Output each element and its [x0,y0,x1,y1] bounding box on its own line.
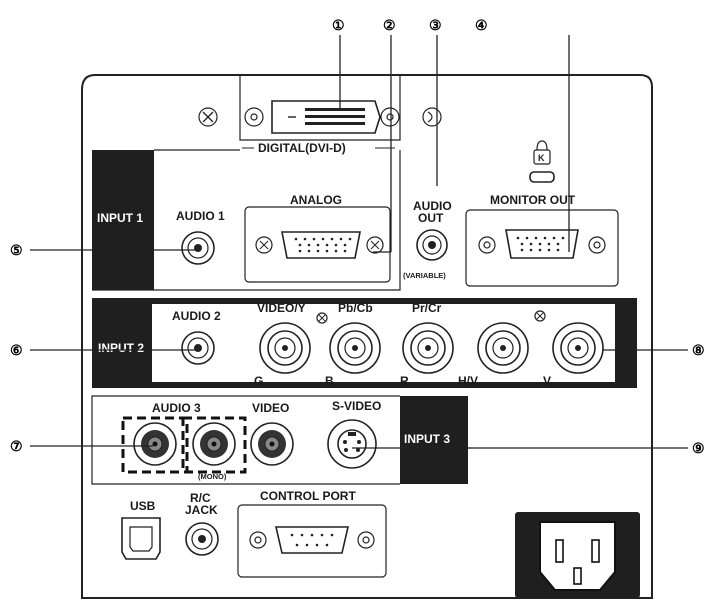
control-port-db9 [249,526,375,554]
audio-out-label-2: OUT [418,211,444,225]
rc-jack [185,522,219,556]
input1-dark-region [92,150,154,290]
callout-4: ④ [475,17,488,33]
input1-frame [92,149,401,291]
pr-cr-label: Pr/Cr [412,301,442,315]
kensington-slot [529,171,555,183]
video-y-label: VIDEO/Y [257,301,306,315]
callout-2: ② [383,17,396,33]
hv-label: H/V [458,374,478,388]
monitor-out-frame [465,209,619,287]
screw-icon-right [422,107,442,127]
analog-vga-connector [255,231,384,259]
audio2-jack [181,331,215,365]
kensington-lock-icon: K [533,140,551,165]
digital-dvi-label: DIGITAL(DVI-D) [258,141,346,155]
video-label: VIDEO [252,401,289,415]
ac-power-inlet [539,521,616,591]
usb-label: USB [130,499,156,513]
callout-3: ③ [429,17,442,33]
callout-8: ⑧ [692,342,705,358]
audio-out-label-1: AUDIO [413,199,452,213]
callout-5: ⑤ [10,242,23,258]
rca-audio-right-jack [192,422,236,466]
audio2-label: AUDIO 2 [172,309,221,323]
control-port-label: CONTROL PORT [260,489,356,503]
input3-frame [91,395,400,485]
bnc-connector-b [329,322,381,374]
audio3-dashed-box-left [121,416,189,474]
screw-icon-input2-left [316,312,328,324]
bnc-connector-v [552,322,604,374]
monitor-out-label: MONITOR OUT [490,193,576,207]
analog-label: ANALOG [290,193,342,207]
dvi-connector [244,100,400,134]
input3-dark-region [400,396,468,484]
b-label: B [325,374,334,388]
g-label: G [254,374,263,388]
input2-label: INPUT 2 [98,341,144,355]
audio3-dashed-box-right [181,416,247,474]
callout-7: ⑦ [10,438,23,454]
input1-label: INPUT 1 [97,211,143,225]
callout-6: ⑥ [10,342,23,358]
rca-video-jack [250,422,294,466]
mono-label: (MONO) [198,472,227,481]
audio1-label: AUDIO 1 [176,209,225,223]
callout-9: ⑨ [692,440,705,456]
s-video-label: S-VIDEO [332,399,381,413]
screw-icon-left [198,107,218,127]
rc-jack-label-2: JACK [185,503,218,517]
v-label: V [543,374,551,388]
bnc-connector-g [259,322,311,374]
callout-1: ① [332,17,345,33]
usb-b-port [121,517,161,560]
s-video-connector [327,419,377,469]
audio-out-jack [416,229,448,261]
audio3-label: AUDIO 3 [152,401,201,415]
control-port-frame [237,504,387,578]
pb-cb-label: Pb/Cb [338,301,373,315]
input3-label: INPUT 3 [404,432,450,446]
dvi-frame [239,75,401,141]
screw-icon-input2-right [534,310,546,322]
analog-frame [244,206,391,283]
rc-jack-label-1: R/C [190,491,211,505]
svg-text:K: K [538,153,545,163]
rca-audio-left-jack [133,422,177,466]
bnc-connector-hv [477,322,529,374]
monitor-out-vga-connector [478,229,606,259]
bnc-connector-r [402,322,454,374]
variable-label: (VARIABLE) [403,271,446,280]
input2-inner [152,304,615,382]
r-label: R [400,374,409,388]
